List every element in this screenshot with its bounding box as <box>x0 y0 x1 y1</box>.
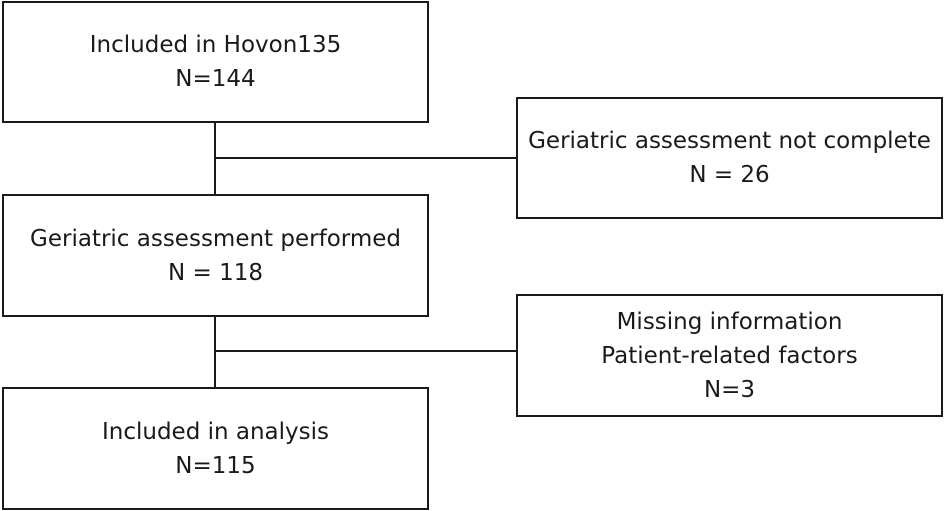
box-ga-not-complete-count: N = 26 <box>689 162 770 188</box>
box-missing-line1: Missing information <box>616 308 843 335</box>
box-missing-line2: Patient-related factors <box>601 342 858 369</box>
box-missing-information: Missing information Patient-related fact… <box>516 294 943 417</box>
box-included-analysis: Included in analysis N=115 <box>2 387 429 510</box>
connector-branch-lower <box>214 350 518 352</box>
box-included-count: N=144 <box>175 66 256 92</box>
box-included-hovon135: Included in Hovon135 N=144 <box>2 1 429 123</box>
box-included-title: Included in Hovon135 <box>89 32 342 58</box>
box-ga-performed-title: Geriatric assessment performed <box>30 225 401 252</box>
box-ga-performed: Geriatric assessment performed N = 118 <box>2 194 429 317</box>
box-missing-count: N=3 <box>703 376 756 403</box>
box-ga-performed-count: N = 118 <box>168 259 263 286</box>
box-ga-not-complete: Geriatric assessment not complete N = 26 <box>516 97 943 219</box>
box-ga-not-complete-title: Geriatric assessment not complete <box>528 128 931 154</box>
connector-branch-upper <box>214 157 518 159</box>
connector-main-lower <box>214 316 216 388</box>
box-analysis-title: Included in analysis <box>101 418 330 445</box>
box-analysis-count: N=115 <box>175 452 256 479</box>
